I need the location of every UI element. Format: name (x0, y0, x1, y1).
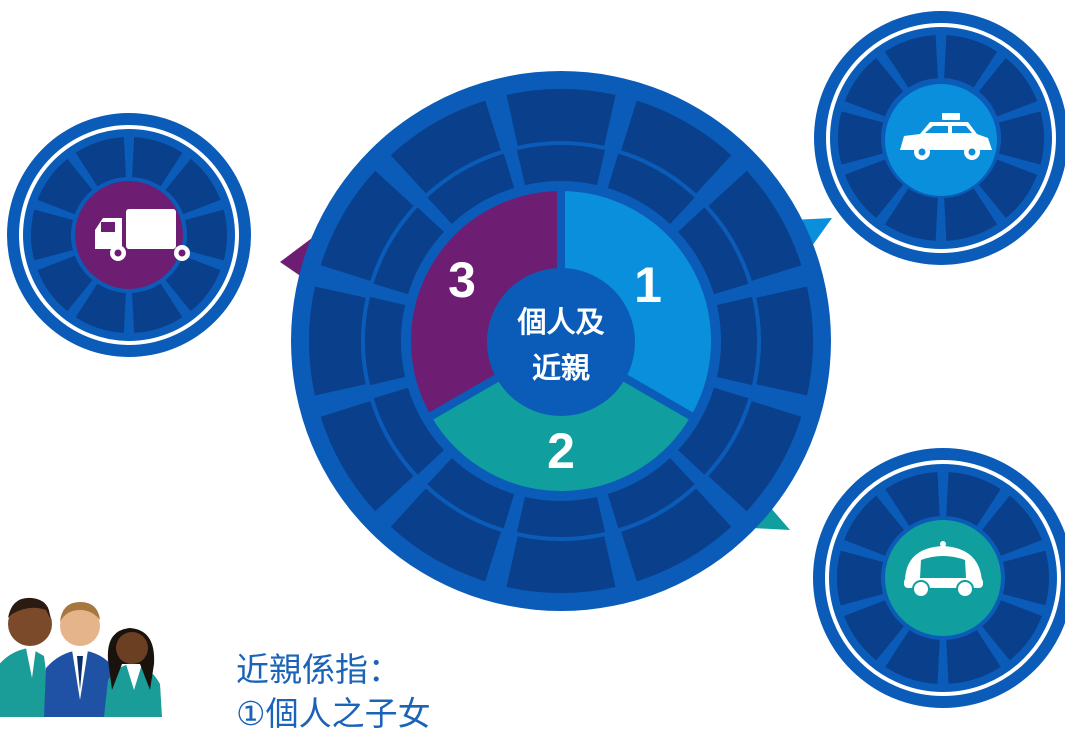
taxi-badge-slot (978, 159, 1038, 219)
taxi-badge-slot (944, 35, 998, 88)
middle-ring-slot (607, 458, 695, 529)
center-label-line1: 個人及 (516, 305, 604, 339)
taxi-badge-slot (978, 57, 1038, 117)
autocar-badge-slot (844, 600, 904, 661)
taxi-badge-slot (998, 111, 1044, 165)
middle-ring-slot (716, 296, 758, 386)
center-label-line2: 近親 (532, 351, 590, 385)
note-item-1: ①個人之子女 (236, 694, 431, 733)
taxi-badge (814, 11, 1065, 265)
definition-note: 近親係指： ①個人之子女 (236, 648, 431, 736)
middle-ring-slot (373, 207, 444, 295)
middle-ring-slot (516, 496, 606, 538)
middle-ring-slot (427, 153, 515, 224)
outer-ring-slot (708, 401, 802, 512)
taxi-badge-slot (844, 57, 904, 117)
outer-ring-slot (390, 488, 501, 582)
autocar-badge-slot (1002, 550, 1050, 606)
outer-ring-slot (506, 536, 616, 594)
truck-badge-slot (165, 158, 221, 215)
truck-badge-slot (37, 255, 93, 312)
truck-badge-slot (75, 137, 126, 187)
taxi-badge-slots (838, 35, 1044, 241)
truck-badge-slot (37, 158, 93, 215)
truck-badge (7, 113, 251, 357)
middle-ring-slot (607, 153, 695, 224)
autocar-badge (813, 448, 1065, 708)
truck-badge-slot (185, 209, 227, 261)
segment-number-2: 2 (547, 423, 575, 479)
middle-ring-slot (365, 296, 406, 386)
middle-ring-slot (516, 145, 606, 186)
outer-ring-slot (309, 286, 366, 396)
center-hub (487, 268, 635, 416)
middle-ring-slot (678, 207, 749, 295)
outer-ring-slot (320, 401, 414, 512)
autocar-badge-slot (885, 472, 940, 527)
autocar-badge-slots (837, 472, 1050, 684)
autocar-badge-slot (982, 600, 1042, 661)
middle-ring-slot (427, 458, 515, 529)
autocar-badge-slot (885, 629, 940, 684)
outer-ring-slot (390, 100, 501, 194)
person-right (104, 628, 162, 717)
truck-badge-slots (31, 137, 227, 333)
taxi-badge-slot (884, 188, 938, 241)
middle-ring-slot (678, 387, 749, 475)
taxi-badge-slot (944, 188, 998, 241)
autocar-badge-white-ring (825, 460, 1061, 696)
segment-number-3: 3 (448, 252, 476, 308)
diagram-canvas: 個人及 近親 1 2 3 (0, 11, 1065, 717)
taxi-badge-slot (838, 111, 884, 165)
outer-ring-slot (320, 170, 414, 281)
truck-badge-slot (132, 137, 183, 187)
autocar-badge-slot (837, 550, 884, 606)
outer-ring-slot (621, 488, 732, 582)
outer-ring-slots (309, 89, 814, 594)
truck-badge-slot (75, 283, 126, 333)
main-wheel: 個人及 近親 1 2 3 (291, 71, 831, 611)
people-illustration (0, 597, 162, 717)
note-title: 近親係指： (236, 650, 401, 689)
outer-ring-slot (621, 100, 732, 194)
person-left (0, 597, 52, 717)
truck-badge-slot (31, 209, 73, 261)
autocar-badge-slot (982, 495, 1042, 556)
segment-number-1: 1 (634, 257, 662, 313)
truck-badge-white-ring (19, 125, 239, 345)
taxi-icon (900, 113, 992, 160)
autocar-badge-slot (946, 629, 1001, 684)
outer-ring-slot (756, 286, 814, 396)
autonomous-car-icon (904, 541, 983, 598)
autocar-badge-slot (844, 495, 904, 556)
taxi-badge-slot (884, 35, 938, 88)
autocar-badge-slot (946, 472, 1001, 527)
taxi-badge-slot (844, 159, 904, 219)
truck-badge-slot (165, 255, 221, 312)
middle-ring-slots (365, 145, 758, 538)
taxi-badge-white-ring (826, 23, 1056, 253)
middle-ring-slot (373, 387, 444, 475)
truck-badge-slot (132, 283, 183, 333)
person-middle (44, 602, 118, 717)
outer-ring-slot (708, 170, 802, 281)
outer-ring-slot (506, 89, 616, 146)
truck-icon (95, 209, 190, 261)
